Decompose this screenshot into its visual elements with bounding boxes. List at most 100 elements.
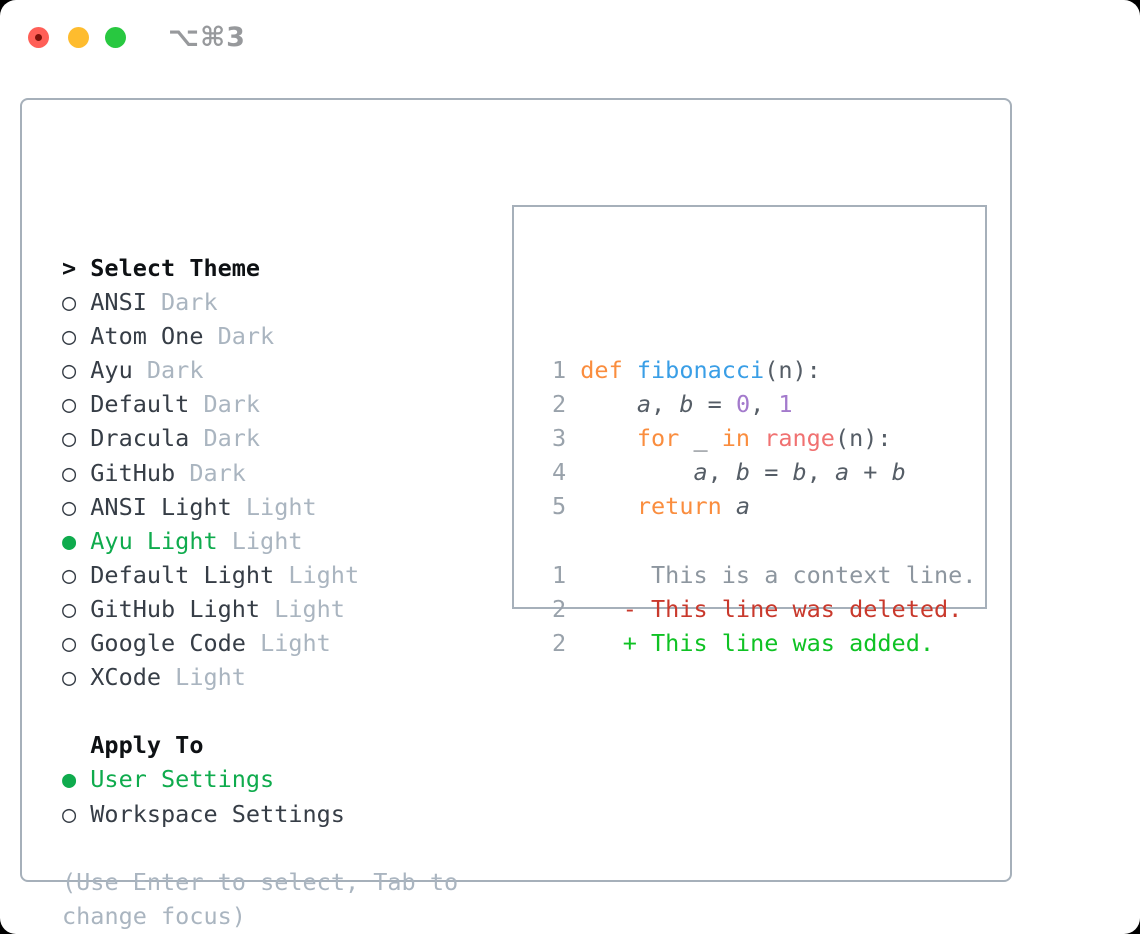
line-number: 4 bbox=[552, 458, 567, 487]
radio-icon: ○ bbox=[62, 629, 77, 658]
line-number: 1 bbox=[552, 560, 567, 589]
radio-icon: ○ bbox=[62, 322, 77, 351]
radio-icon: ○ bbox=[62, 594, 77, 623]
theme-name: Atom One bbox=[90, 322, 204, 351]
diff-text: This is a context line. bbox=[622, 560, 977, 589]
minimize-button[interactable] bbox=[68, 27, 89, 48]
diff-line-added: 2 + This line was added. bbox=[552, 626, 976, 660]
code-token: b bbox=[679, 390, 694, 419]
code-token: , bbox=[707, 458, 736, 487]
code-token: a bbox=[693, 458, 708, 487]
apply-option-label: User Settings bbox=[90, 765, 275, 794]
radio-icon: ○ bbox=[62, 560, 77, 589]
apply-to-header: Apply To bbox=[62, 728, 458, 762]
code-token: 0 bbox=[735, 390, 751, 419]
line-number: 2 bbox=[552, 628, 567, 657]
code-token: (n): bbox=[834, 424, 892, 453]
code-token: 1 bbox=[778, 390, 793, 419]
help-text-line-1: (Use Enter to select, Tab to bbox=[62, 867, 459, 896]
radio-icon: ○ bbox=[62, 663, 77, 692]
code-token: range bbox=[764, 424, 835, 453]
diff-text: + This line was added. bbox=[622, 628, 934, 657]
radio-icon: ○ bbox=[62, 390, 77, 419]
select-theme-header-label: Select Theme bbox=[90, 254, 261, 282]
theme-variant-label: Light bbox=[274, 594, 345, 623]
spacer bbox=[62, 831, 458, 865]
focus-caret-icon: > bbox=[62, 254, 77, 282]
theme-name: Google Code bbox=[90, 629, 246, 658]
line-number: 1 bbox=[552, 356, 567, 384]
preview-pane bbox=[512, 205, 987, 609]
code-token: + bbox=[849, 458, 892, 487]
theme-variant-label: Light bbox=[231, 526, 303, 555]
theme-variant-label: Light bbox=[288, 560, 360, 589]
window-title: ⌥⌘3 bbox=[168, 22, 246, 53]
theme-name: XCode bbox=[90, 663, 162, 692]
theme-name: Ayu Light bbox=[90, 526, 218, 555]
code-token: a bbox=[735, 492, 751, 521]
radio-selected-icon: ● bbox=[62, 526, 77, 555]
code-token: b bbox=[792, 458, 807, 487]
code-token bbox=[580, 424, 637, 452]
code-token: = bbox=[693, 390, 736, 419]
code-token bbox=[580, 458, 693, 486]
code-token: b bbox=[735, 458, 751, 487]
diff-text: - This line was deleted. bbox=[622, 594, 963, 623]
code-line: 4 a, b = b, a + b bbox=[552, 455, 976, 489]
theme-name: GitHub Light bbox=[90, 594, 261, 623]
radio-icon: ○ bbox=[62, 458, 77, 487]
titlebar: ⌥⌘3 bbox=[0, 0, 1140, 74]
close-button[interactable] bbox=[28, 27, 49, 48]
code-token: a bbox=[834, 458, 850, 487]
code-token: , bbox=[806, 458, 835, 487]
apply-option-workspace-settings[interactable]: ○ Workspace Settings bbox=[62, 797, 458, 831]
zoom-button[interactable] bbox=[105, 27, 126, 48]
code-line: 3 for _ in range(n): bbox=[552, 421, 976, 455]
diff-line-context: 1 This is a context line. bbox=[552, 558, 976, 592]
theme-option-default[interactable]: ○ Default Dark bbox=[62, 387, 458, 421]
theme-name: Default bbox=[90, 390, 190, 419]
line-number: 2 bbox=[552, 390, 567, 419]
radio-icon: ○ bbox=[62, 799, 77, 828]
theme-variant-label: Dark bbox=[189, 458, 246, 487]
code-token: a bbox=[636, 390, 652, 419]
theme-variant-label: Light bbox=[260, 629, 331, 658]
radio-icon: ○ bbox=[62, 288, 77, 317]
theme-option-ayu-light[interactable]: ● Ayu Light Light bbox=[62, 524, 458, 558]
radio-icon: ○ bbox=[62, 492, 77, 521]
code-token: = bbox=[750, 458, 793, 487]
theme-option-dracula[interactable]: ○ Dracula Dark bbox=[62, 421, 458, 455]
theme-variant-label: Dark bbox=[203, 390, 261, 419]
line-number: 2 bbox=[552, 594, 567, 623]
apply-option-user-settings[interactable]: ● User Settings bbox=[62, 762, 458, 796]
apply-option-label: Workspace Settings bbox=[90, 799, 345, 828]
theme-variant-label: Light bbox=[245, 492, 317, 521]
code-token: in bbox=[721, 424, 765, 453]
theme-option-github-light[interactable]: ○ GitHub Light Light bbox=[62, 592, 458, 626]
theme-variant-label: Dark bbox=[203, 424, 261, 453]
code-token bbox=[580, 492, 637, 520]
theme-name: Default Light bbox=[90, 560, 275, 589]
help-text-line-2: change focus) bbox=[62, 901, 246, 930]
theme-name: Dracula bbox=[90, 424, 190, 453]
code-token: def bbox=[580, 356, 637, 384]
theme-name: Ayu bbox=[90, 356, 133, 385]
radio-selected-icon: ● bbox=[62, 765, 77, 794]
code-token: b bbox=[891, 458, 906, 487]
spacer bbox=[62, 694, 458, 728]
theme-option-default-light[interactable]: ○ Default Light Light bbox=[62, 558, 458, 592]
code-line: 2 a, b = 0, 1 bbox=[552, 387, 976, 421]
theme-option-google-code[interactable]: ○ Google Code Light bbox=[62, 626, 458, 660]
radio-icon: ○ bbox=[62, 424, 77, 453]
